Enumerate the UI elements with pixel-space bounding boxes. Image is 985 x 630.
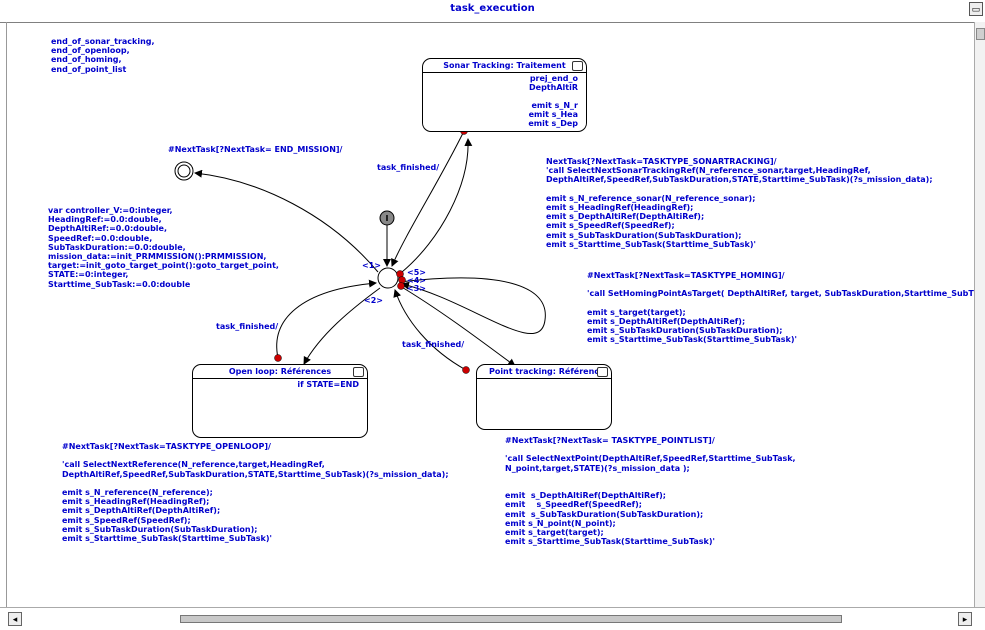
choice-label-2: <2> — [364, 296, 383, 305]
state-point-tracking[interactable]: Point tracking: Référenc — [476, 364, 612, 430]
label-openloop-action: #NextTask[?NextTask=TASKTYPE_OPENLOOP]/ … — [62, 442, 449, 544]
transition-end-mission[interactable] — [194, 169, 379, 273]
transition-point-finished[interactable] — [393, 289, 467, 371]
horizontal-scrollbar[interactable]: ◂ ▸ — [0, 607, 985, 630]
state-expand-icon[interactable] — [597, 367, 608, 377]
transition-sonar-finished[interactable] — [391, 130, 465, 267]
window-titlebar: task_execution ▭ — [0, 0, 985, 23]
initial-marker-main[interactable]: I — [379, 210, 395, 226]
transition-to-sonar[interactable] — [401, 138, 473, 273]
state-sonar-tracking[interactable]: Sonar Tracking: Traitement prej_end_o De… — [422, 58, 587, 132]
transition-dots — [274, 127, 470, 374]
state-sonar-tracking-title: Sonar Tracking: Traitement — [423, 59, 586, 73]
state-point-tracking-title: Point tracking: Référenc — [477, 365, 611, 379]
state-open-loop-body: if STATE=END — [297, 380, 359, 389]
horizontal-scroll-thumb[interactable] — [180, 615, 842, 623]
label-open-finished: task_finished/ — [216, 322, 279, 331]
final-state[interactable] — [174, 161, 194, 181]
choice-label-1: <1> — [362, 261, 381, 270]
vertical-scroll-thumb[interactable] — [976, 28, 985, 40]
choice-node[interactable] — [377, 267, 399, 289]
label-sonar-finished: task_finished/ — [377, 163, 440, 172]
label-sonar-tracking-action: NextTask[?NextTask=TASKTYPE_SONARTRACKIN… — [546, 157, 933, 249]
diagram-canvas[interactable] — [6, 22, 977, 608]
transition-homing-loop[interactable] — [399, 277, 546, 334]
transition-to-point[interactable] — [399, 285, 516, 367]
choice-label-4: <4> — [407, 276, 426, 285]
state-expand-icon[interactable] — [353, 367, 364, 377]
transition-open-finished[interactable] — [276, 279, 377, 359]
window-title: task_execution — [450, 3, 535, 14]
event-declarations: end_of_sonar_tracking, end_of_openloop, … — [51, 37, 155, 74]
label-pointlist-action: #NextTask[?NextTask= TASKTYPE_POINTLIST]… — [505, 436, 796, 547]
scroll-right-icon[interactable]: ▸ — [958, 612, 972, 626]
choice-label-3: <3> — [407, 284, 426, 293]
label-homing-action: #NextTask[?NextTask=TASKTYPE_HOMING]/ 'c… — [587, 271, 974, 345]
label-end-mission: #NextTask[?NextTask= END_MISSION]/ — [168, 145, 343, 154]
initial-marker-main-label: I — [386, 214, 389, 223]
vertical-scrollbar[interactable] — [974, 22, 985, 610]
variable-declarations: var controller_V:=0:integer, HeadingRef:… — [48, 206, 279, 289]
state-open-loop[interactable]: Open loop: Références if STATE=END — [192, 364, 368, 438]
label-point-finished: task_finished/ — [402, 340, 465, 349]
transition-to-openloop[interactable] — [303, 287, 381, 365]
state-open-loop-title: Open loop: Références — [193, 365, 367, 379]
choice-label-5: <5> — [407, 268, 426, 277]
state-sonar-tracking-body: prej_end_o DepthAltiR emit s_N_r emit s_… — [528, 74, 578, 128]
window-menu-icon[interactable]: ▭ — [969, 2, 983, 16]
state-expand-icon[interactable] — [572, 61, 583, 71]
scroll-left-icon[interactable]: ◂ — [8, 612, 22, 626]
